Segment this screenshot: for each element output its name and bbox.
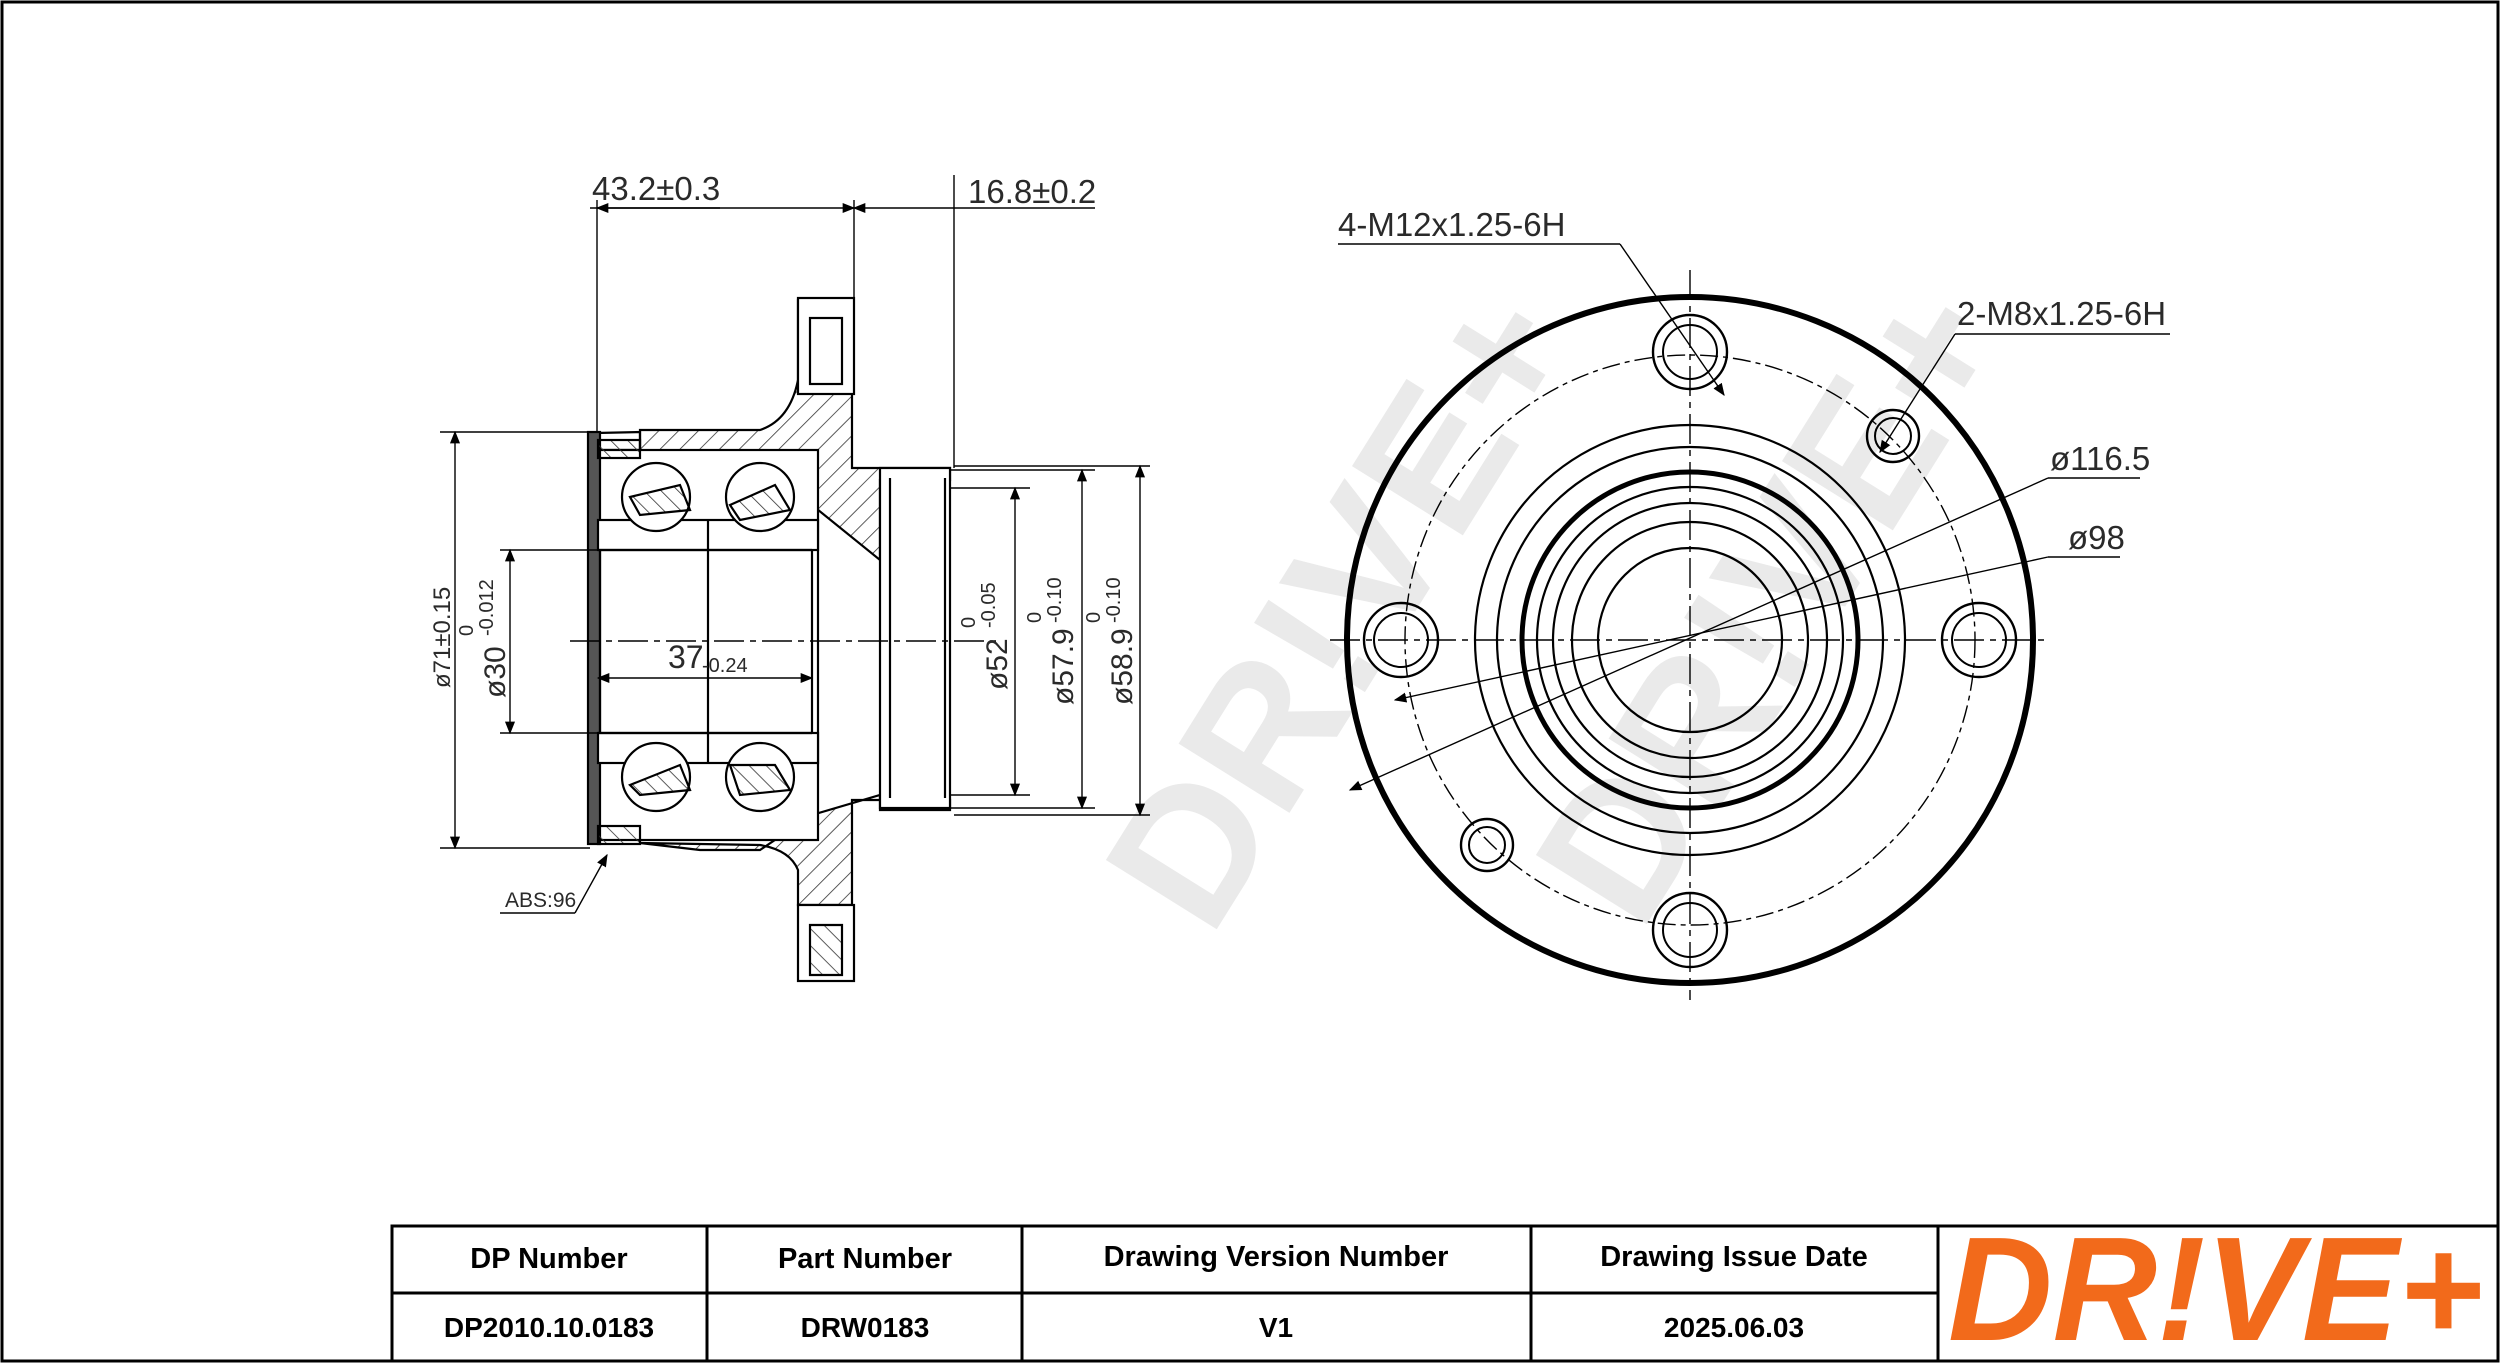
tb-header-part-number: Part Number: [778, 1243, 952, 1275]
tb-header-version: Drawing Version Number: [1104, 1241, 1449, 1273]
abs-label: ABS:96: [505, 889, 576, 912]
dim-d52-lower: -0.05: [978, 582, 1000, 628]
dim-bearing-width-nominal: 37: [668, 639, 704, 675]
dim-d589-nominal: ø58.9: [1106, 628, 1139, 705]
title-block: [390, 1224, 2500, 1363]
thread-small: 2-M8x1.25-6H: [1957, 295, 2166, 332]
dim-d52-nominal: ø52: [981, 638, 1014, 690]
dim-d579-upper: 0: [1024, 612, 1046, 623]
tb-value-issue-date: 2025.06.03: [1664, 1312, 1804, 1343]
dim-bore-upper: 0: [456, 625, 478, 636]
hub-spigot: [878, 466, 952, 810]
tb-header-issue-date: Drawing Issue Date: [1600, 1241, 1868, 1273]
tb-value-version: V1: [1259, 1312, 1293, 1343]
front-leaders: [1338, 243, 2170, 791]
stud-hole-top: [808, 316, 844, 386]
small-hole-upper-right: [1865, 408, 1921, 464]
dim-d589-group: ø58.9 0 -0.10: [1083, 577, 1139, 705]
tb-value-part-number: DRW0183: [801, 1312, 930, 1343]
section-dimensions: [440, 175, 1150, 914]
abs-ring: [586, 430, 602, 846]
dim-bore-lower: -0.012: [476, 579, 498, 636]
thread-large: 4-M12x1.25-6H: [1338, 206, 1565, 243]
dim-d579-nominal: ø57.9: [1047, 628, 1080, 705]
small-hole-lower-left: [1459, 817, 1515, 873]
dim-d579-lower: -0.10: [1044, 577, 1066, 623]
section-view: [586, 296, 952, 983]
dim-pcd: ø98: [2068, 519, 2125, 556]
brand-logo: DR!VE+: [1948, 1207, 2483, 1363]
dim-d52-upper: 0: [958, 617, 980, 628]
tb-value-dp-number: DP2010.10.0183: [444, 1312, 654, 1343]
dim-d52-group: ø52 0 -0.05: [958, 582, 1014, 690]
stud-hole-bottom: [808, 923, 844, 977]
dim-width-overall: 43.2±0.3: [592, 170, 720, 207]
hub-section-lower: [639, 793, 952, 907]
tb-header-dp-number: DP Number: [470, 1243, 627, 1275]
dim-outer-diameter: ø71±0.15: [429, 587, 456, 688]
dim-d589-lower: -0.10: [1103, 577, 1125, 623]
dim-bearing-width-tol: -0.24: [702, 655, 748, 677]
dim-d579-group: ø57.9 0 -0.10: [1024, 577, 1080, 705]
dim-flange-diameter: ø116.5: [2050, 440, 2150, 477]
dim-width-flange: 16.8±0.2: [968, 173, 1096, 210]
dim-bore-group: ø30 0 -0.012: [456, 579, 512, 698]
dim-outer-diameter-group: ø71±0.15: [429, 587, 456, 688]
dim-bore-nominal: ø30: [479, 646, 512, 698]
dim-d589-upper: 0: [1083, 612, 1105, 623]
